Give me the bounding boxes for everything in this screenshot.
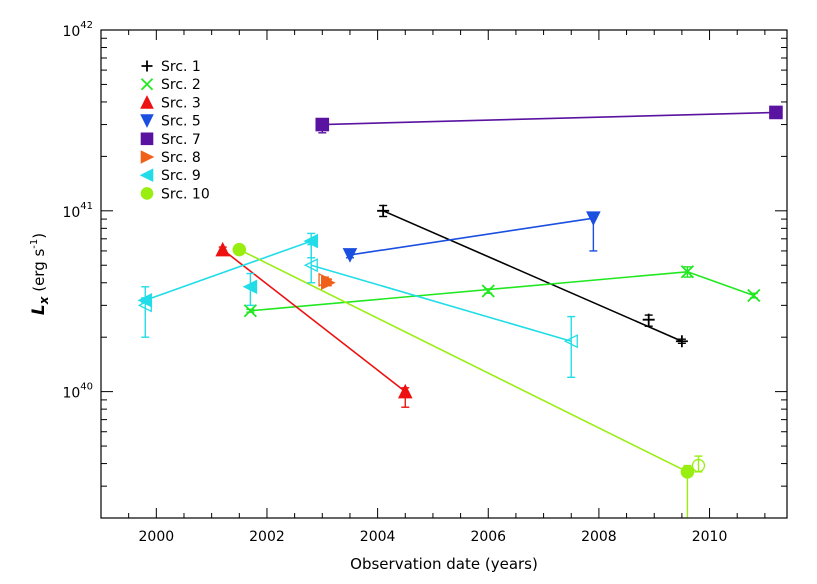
data-point (481, 284, 495, 298)
connecting-line (687, 271, 755, 297)
legend-label: Src. 2 (161, 77, 201, 93)
legend-marker (140, 150, 155, 164)
connecting-line (322, 111, 776, 126)
legend-label: Src. 5 (161, 114, 201, 130)
legend-marker (140, 132, 154, 146)
legend-marker (140, 78, 154, 91)
y-tick-label: 1040 (62, 382, 93, 402)
data-point (397, 383, 413, 399)
x-tick-label: 2010 (692, 529, 728, 545)
axis-labels: Observation date (years) Lx (erg s-1) (29, 233, 538, 573)
x-tick-label: 2008 (581, 529, 617, 545)
legend-marker (139, 168, 154, 182)
plot-axes: 2000 2002 2004 2006 2008 2010 1040 1041 1042 (62, 20, 788, 545)
connecting-line (238, 248, 688, 473)
connecting-line (250, 270, 688, 312)
data-point (232, 242, 247, 257)
plot-frame (100, 29, 788, 519)
data-point (242, 279, 258, 295)
data-point (691, 458, 706, 473)
data-markers (137, 105, 783, 479)
legend-marker (140, 95, 154, 109)
connecting-line (311, 264, 572, 342)
legend-label: Src. 10 (161, 186, 210, 202)
y-axis-title-group: Lx (erg s-1) (29, 233, 51, 315)
legend-marker (141, 60, 153, 72)
y-axis-title: Lx (erg s-1) (29, 233, 51, 315)
connecting-line (349, 217, 594, 256)
data-point (769, 105, 783, 120)
data-point (342, 248, 358, 263)
x-tick-label: 2004 (360, 529, 396, 545)
x-tick-label: 2002 (249, 529, 285, 545)
legend-label: Src. 3 (161, 95, 201, 111)
x-tick-label: 2000 (139, 529, 175, 545)
legend: Src. 1 Src. 2 Src. 3 Src. 5 Src. 7 Src. 8 Src.… (139, 59, 210, 202)
legend-label: Src. 9 (161, 168, 201, 184)
data-point (303, 233, 319, 249)
data-point (563, 334, 578, 349)
connecting-line (222, 248, 406, 393)
data-point (586, 211, 601, 227)
error-bars (141, 109, 780, 518)
x-tick-label: 2006 (470, 529, 506, 545)
legend-marker (140, 114, 154, 128)
legend-label: Src. 8 (161, 150, 201, 166)
data-point (680, 465, 695, 479)
connecting-lines (144, 111, 776, 473)
data-point (747, 288, 761, 303)
y-tick-label: 1042 (62, 20, 93, 40)
data-point (321, 275, 336, 291)
legend-label: Src. 1 (161, 59, 201, 75)
x-axis-title: Observation date (years) (350, 555, 538, 573)
connecting-line (382, 210, 683, 342)
data-point (137, 292, 153, 308)
data-point (642, 313, 655, 326)
y-tick-label: 1041 (62, 201, 93, 221)
legend-marker (140, 187, 154, 200)
data-point (315, 117, 330, 132)
data-point (377, 204, 390, 217)
data-point (243, 304, 258, 318)
data-point (215, 241, 231, 257)
connecting-line (144, 240, 312, 302)
data-point (675, 335, 688, 348)
data-point (680, 265, 695, 279)
legend-label: Src. 7 (161, 132, 201, 148)
data-point (303, 258, 318, 273)
data-point (318, 272, 333, 287)
